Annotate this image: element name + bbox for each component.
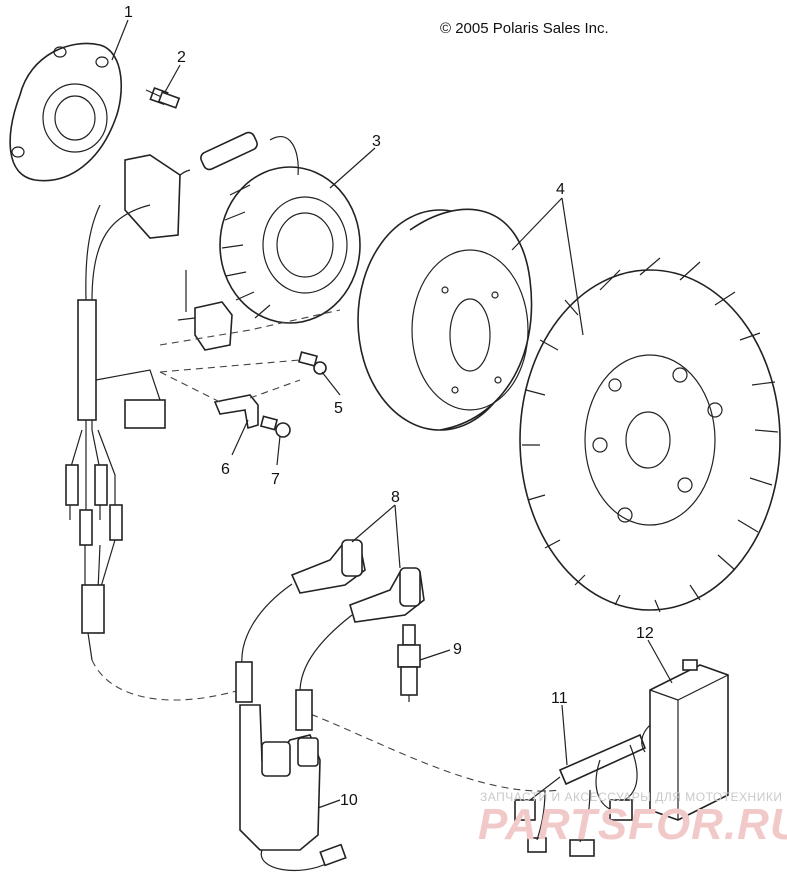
part-3-stator (171, 131, 361, 324)
callout-12: 12 (636, 625, 654, 642)
part-10-ignition-coil (235, 661, 347, 872)
watermark-tagline: ЗАПЧАСТИ И АКСЕССУАРЫ ДЛЯ МОТОТЕХНИКИ (480, 790, 783, 804)
watermark-logo: PARTSFOR.RU (478, 800, 787, 849)
part-4-fan (519, 257, 781, 613)
part-1-mounting-plate (9, 42, 123, 182)
callout-7: 7 (271, 471, 280, 488)
part-6-bracket (213, 394, 259, 430)
callout-labels: 1 2 3 4 5 6 7 8 9 10 11 12 (124, 4, 654, 809)
part-4-flywheel (357, 208, 533, 431)
callout-10: 10 (340, 792, 358, 809)
copyright-text: © 2005 Polaris Sales Inc. (440, 20, 609, 37)
part-9-spark-plug (397, 624, 421, 702)
stator-connector (177, 270, 233, 351)
callout-9: 9 (453, 641, 462, 658)
callout-8: 8 (391, 489, 400, 506)
callout-3: 3 (372, 133, 381, 150)
part-5-screw (297, 351, 327, 375)
part-8-spark-plug-caps (241, 539, 425, 693)
callout-11: 11 (551, 690, 568, 707)
part-7-screw (259, 415, 291, 438)
callout-6: 6 (221, 461, 230, 478)
part-12-cdi-box (641, 659, 729, 821)
callout-4: 4 (556, 181, 565, 198)
part-11-harness (514, 733, 647, 857)
callout-1: 1 (124, 4, 133, 21)
stator-wire-harness (65, 154, 181, 661)
callout-5: 5 (334, 400, 343, 417)
leader-lines (111, 19, 673, 809)
part-2-bolt (145, 86, 181, 109)
alignment-lines (91, 309, 561, 792)
callout-2: 2 (177, 49, 186, 66)
